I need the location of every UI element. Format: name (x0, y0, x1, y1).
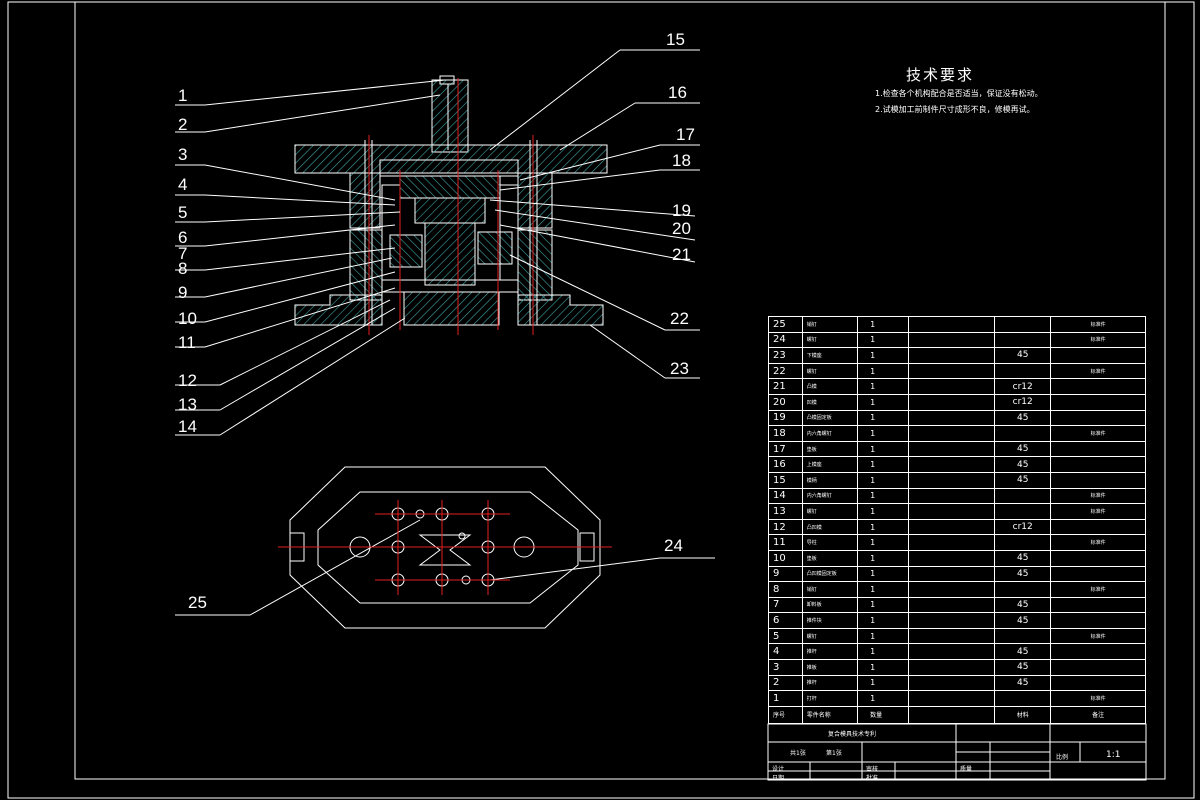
section-view (294, 75, 608, 335)
callout-1: 1 (178, 86, 188, 105)
tech-requirement-1: 1.检查各个机构配合是否适当，保证没有松动。 (875, 89, 1043, 98)
tech-requirements-title: 技术要求 (906, 66, 975, 84)
bom-cell-name: 内六角螺钉 (801, 425, 859, 442)
callout-24: 24 (664, 536, 683, 555)
inner-frame (74, 1, 1166, 780)
callout-15: 15 (666, 30, 685, 49)
callout-16: 16 (668, 83, 687, 102)
sheets-total: 共1张 (790, 750, 806, 757)
callout-8: 8 (178, 259, 188, 278)
bom-cell-name: 上模座 (801, 456, 859, 473)
scale-label: 比例 (1056, 754, 1069, 761)
date-label: 日期 (772, 775, 785, 782)
design-label: 设计 (772, 766, 785, 773)
callout-20: 20 (672, 219, 691, 238)
title-block-name: 复合模具技术专利 (828, 731, 877, 738)
callout-12: 12 (178, 371, 197, 390)
leader-lines (175, 49, 715, 616)
callout-25: 25 (188, 593, 207, 612)
callout-21: 21 (672, 245, 691, 264)
bom-header-row: 序号零件名称数量材料备注 (768, 705, 1146, 724)
callout-4: 4 (178, 175, 188, 194)
callout-2: 2 (178, 115, 188, 134)
tech-requirement-2: 2.试模加工前制件尺寸成形不良，修模再试。 (875, 105, 1035, 114)
callout-9: 9 (178, 283, 188, 302)
plan-view (278, 466, 612, 629)
sheet-number: 第1张 (826, 750, 842, 757)
approve-label: 批准 (866, 775, 879, 782)
scale-value: 1:1 (1106, 750, 1121, 760)
bom-header-material: 材料 (994, 705, 1052, 724)
callout-6: 6 (178, 228, 188, 247)
callout-13: 13 (178, 395, 197, 414)
callout-11: 11 (178, 333, 196, 352)
check-label: 审核 (866, 766, 879, 773)
bom-header-note: 备注 (1050, 705, 1146, 724)
callout-5: 5 (178, 203, 188, 222)
callout-17: 17 (676, 125, 695, 144)
callout-14: 14 (178, 417, 197, 436)
callout-3: 3 (178, 145, 188, 164)
mass-label: 质量 (960, 766, 973, 773)
callout-7: 7 (178, 244, 188, 263)
callout-23: 23 (670, 359, 689, 378)
callout-18: 18 (672, 151, 691, 170)
callout-22: 22 (670, 309, 689, 328)
callout-10: 10 (178, 309, 197, 328)
bom-header-name: 零件名称 (801, 705, 859, 724)
callout-19: 19 (672, 201, 691, 220)
bom-cell-name: 打杆 (801, 690, 859, 707)
